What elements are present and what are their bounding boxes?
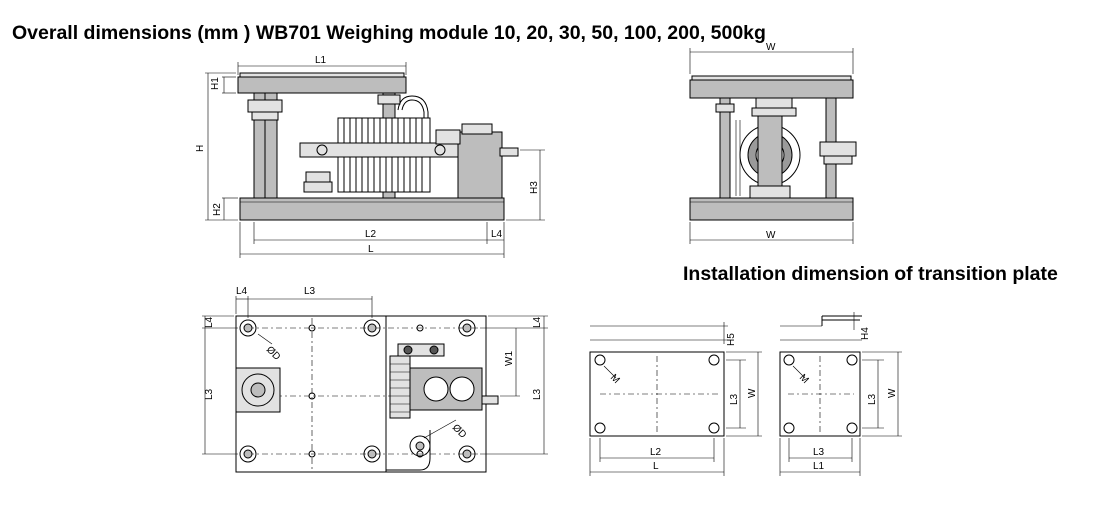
label-l4-plan-right: L4 — [532, 316, 543, 328]
plan-hole-tr — [458, 319, 476, 337]
side-right-nut — [819, 141, 857, 157]
label-w-side-bottom: W — [766, 230, 776, 241]
label-l3-plan-left: L3 — [204, 388, 215, 400]
label-h4: H4 — [860, 327, 871, 340]
front-view: L1 H1 H H2 H3 L2 L4 L — [195, 55, 545, 258]
front-dimensions — [205, 62, 545, 258]
side-base-plate — [689, 197, 854, 221]
label-w1: W1 — [504, 351, 515, 366]
label-l2-plate: L2 — [650, 447, 662, 458]
label-l3-small: L3 — [867, 393, 878, 405]
plan-hole-tm — [363, 319, 381, 337]
side-top-plate — [689, 79, 854, 99]
label-l1-front: L1 — [315, 55, 327, 66]
label-w-side-top: W — [766, 42, 776, 53]
plan-spring — [389, 355, 411, 419]
transition-plate-small: H4 M L3 W L3 L1 — [779, 312, 902, 476]
plate-small-hole-tr — [846, 354, 858, 366]
label-l3-plate-small: L3 — [813, 447, 825, 458]
plate-large-hole-tl — [594, 354, 606, 366]
label-l3-plan-right: L3 — [532, 388, 543, 400]
front-nut-upper — [247, 99, 283, 113]
plan-hole-bm — [363, 445, 381, 463]
label-l3-large: L3 — [729, 393, 740, 405]
plate-large-hole-br — [708, 422, 720, 434]
installation-title: Installation dimension of transition pla… — [683, 263, 1058, 285]
plate-small-edge-top — [821, 315, 862, 326]
front-top-plate — [237, 76, 407, 94]
label-l4-plan-left: L4 — [204, 316, 215, 328]
label-l-plate: L — [653, 461, 659, 472]
label-w-large: W — [747, 388, 758, 398]
label-l1-plate: L1 — [813, 461, 825, 472]
front-base-plate — [239, 197, 505, 221]
label-h5: H5 — [726, 333, 737, 346]
label-l4-plan: L4 — [236, 286, 248, 297]
plan-hole-tl — [239, 319, 257, 337]
side-view: W W — [689, 42, 857, 244]
label-l2-front: L2 — [365, 229, 377, 240]
front-top-plate-edge — [239, 72, 405, 78]
plate-small-hole-bl — [783, 422, 795, 434]
plan-view: L4 L3 L4 L3 L4 L3 W1 ØD ØD — [202, 286, 548, 473]
label-h2: H2 — [212, 203, 223, 216]
label-l3-plan-top: L3 — [304, 286, 316, 297]
label-l-front: L — [368, 244, 374, 255]
side-left-post — [719, 97, 731, 199]
front-cable — [397, 95, 429, 130]
plate-large-hole-bl — [594, 422, 606, 434]
label-w-small: W — [887, 388, 898, 398]
front-nut-lower — [305, 171, 331, 183]
plan-hole-bl — [239, 445, 257, 463]
front-cable-gland — [499, 147, 519, 157]
label-l4-front: L4 — [491, 229, 503, 240]
side-center-column — [757, 115, 783, 199]
front-load-cell — [457, 131, 503, 199]
plate-large-hole-tr — [708, 354, 720, 366]
plate-small-hole-tl — [783, 354, 795, 366]
plate-small-hole-br — [846, 422, 858, 434]
label-h1: H1 — [210, 77, 221, 90]
transition-plate-large: H5 M L3 W L2 L — [589, 322, 762, 476]
label-h: H — [195, 145, 206, 152]
label-h3: H3 — [529, 181, 540, 194]
plan-hole-br — [458, 445, 476, 463]
main-title: Overall dimensions (mm ) WB701 Weighing … — [12, 22, 766, 44]
